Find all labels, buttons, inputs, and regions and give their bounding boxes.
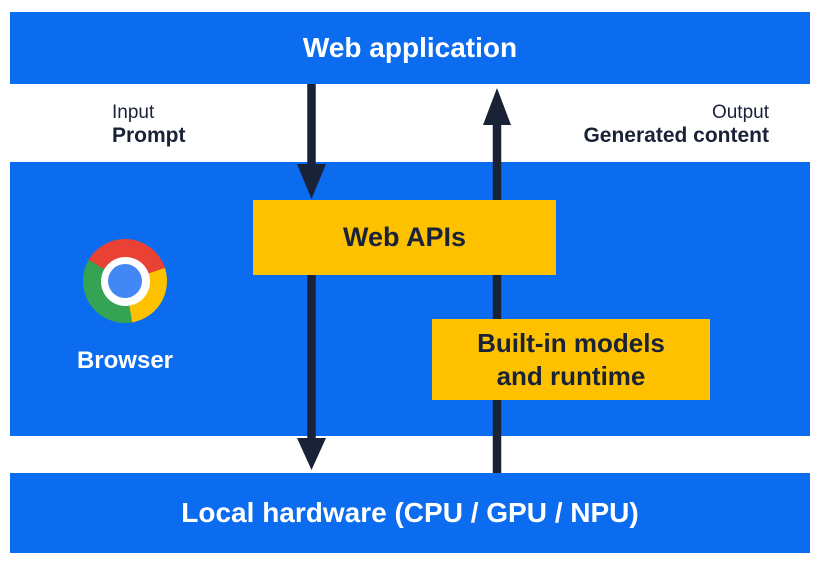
chrome-icon-blue-center: [108, 264, 142, 298]
chrome-browser-icon: [83, 239, 167, 323]
builtin-models-line1: Built-in models: [477, 327, 665, 358]
builtin-models-line2: and runtime: [496, 360, 646, 391]
input-caption: Input: [112, 102, 155, 123]
input-value: Prompt: [112, 124, 186, 147]
browser-label: Browser: [76, 347, 174, 374]
web-apis-label: Web APIs: [342, 222, 467, 252]
local-hardware-label: Local hardware (CPU / GPU / NPU): [181, 497, 639, 528]
output-caption: Output: [711, 102, 769, 123]
output-label-group: Output Generated content: [583, 101, 769, 148]
web-application-bar: Web application: [10, 12, 810, 84]
local-hardware-bar: Local hardware (CPU / GPU / NPU): [10, 473, 810, 553]
web-application-label: Web application: [302, 32, 518, 63]
web-apis-box: Web APIs: [253, 200, 556, 275]
input-label-group: Input Prompt: [112, 101, 186, 148]
builtin-models-box: Built-in models and runtime: [432, 319, 710, 400]
output-value: Generated content: [583, 124, 769, 147]
